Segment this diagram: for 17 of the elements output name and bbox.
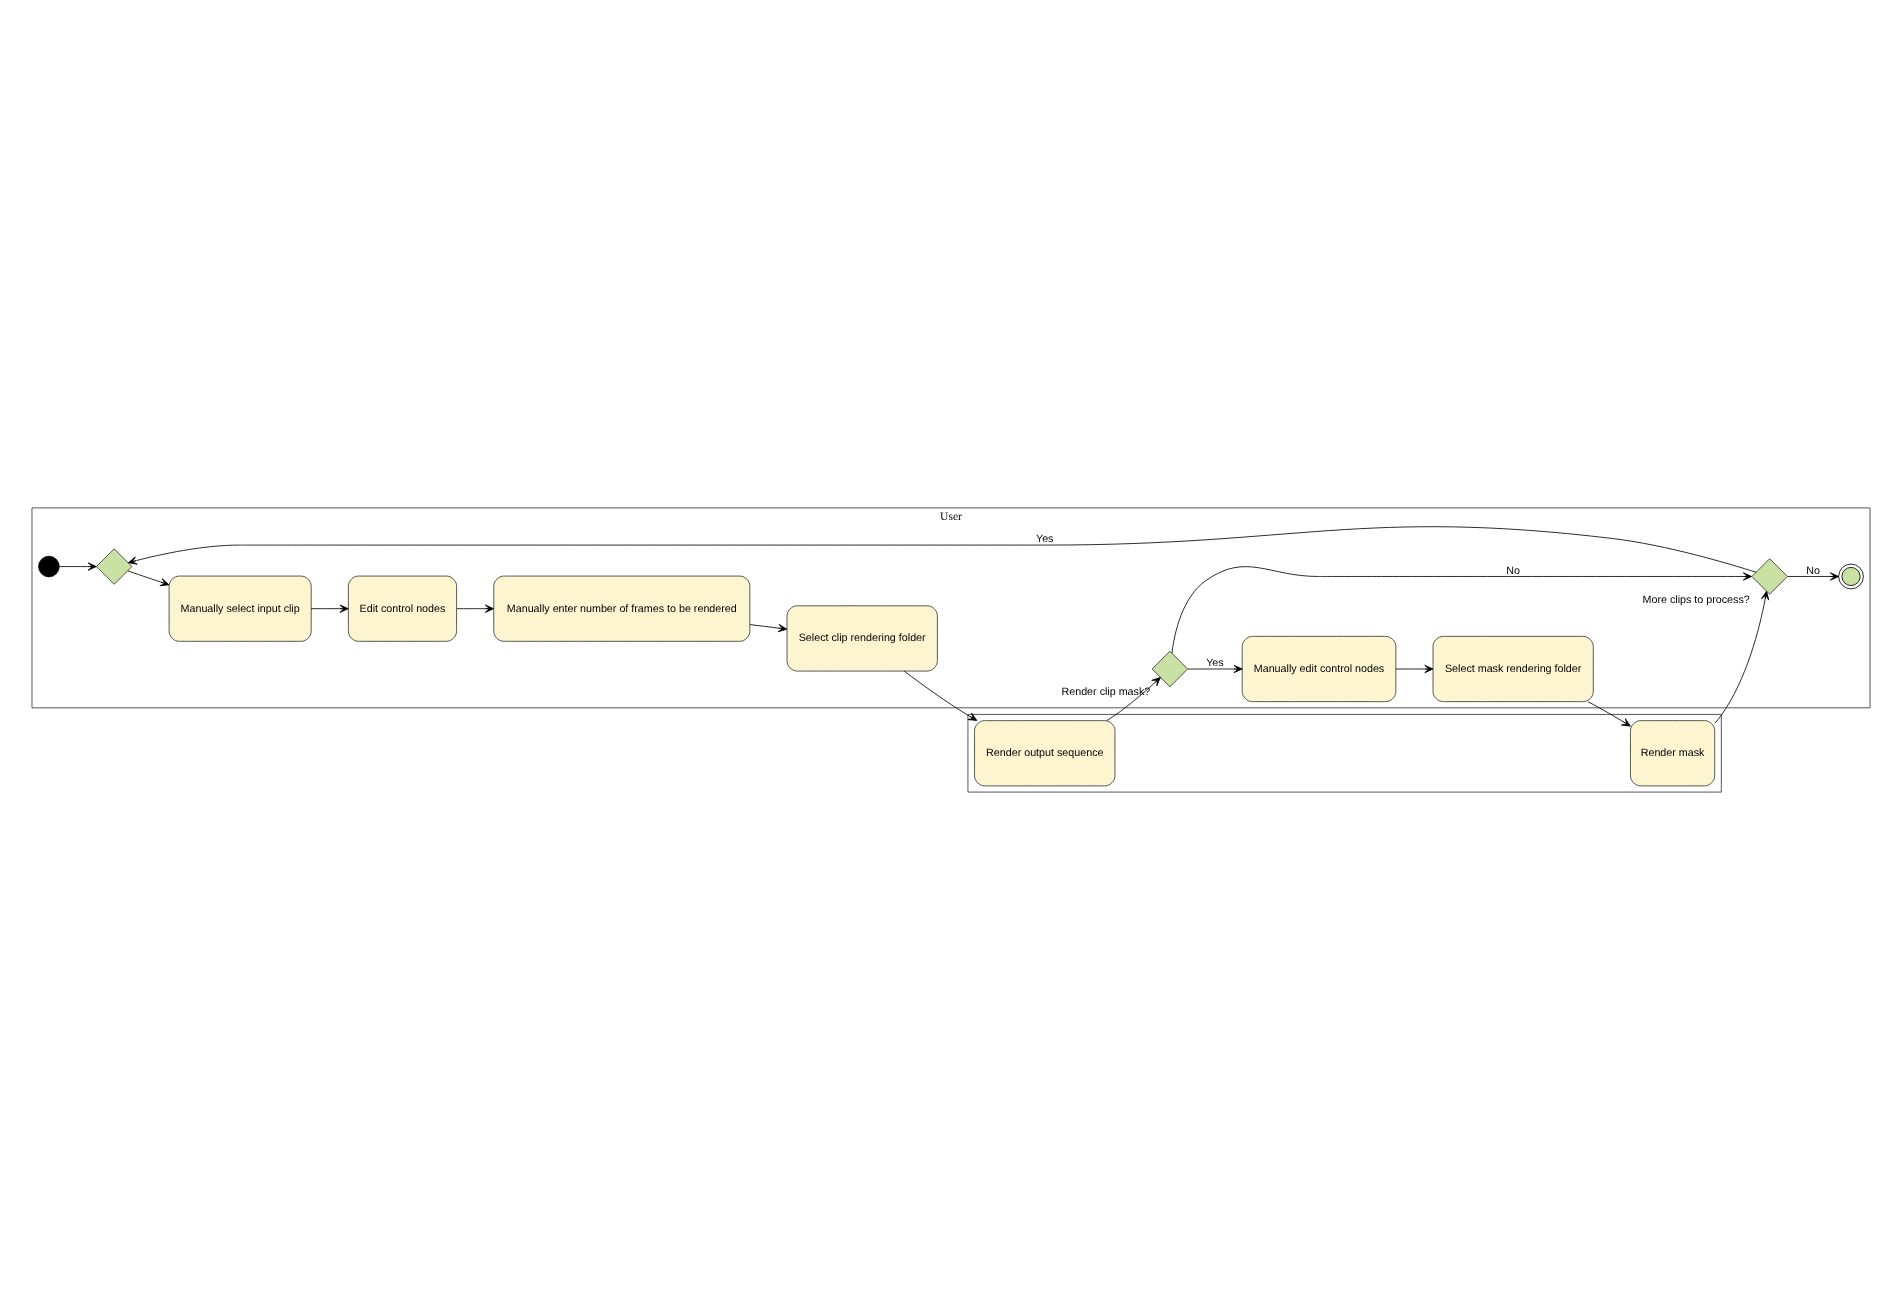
- node-diamond: [96, 548, 133, 585]
- arrow: [1106, 677, 1161, 721]
- arrow: [59, 562, 97, 571]
- arrow: [127, 526, 1757, 573]
- arrow: [1187, 664, 1243, 674]
- arrow: [1171, 566, 1752, 654]
- arrow: [456, 604, 494, 613]
- arrow: [749, 624, 788, 633]
- arrow: [1587, 701, 1631, 727]
- arrow: [1714, 590, 1770, 724]
- arrow: [1395, 664, 1434, 674]
- node-circle: [38, 555, 60, 578]
- node-diamond: [1751, 558, 1788, 595]
- arrow: [1787, 572, 1839, 581]
- arrow: [903, 670, 978, 721]
- arrow: [127, 570, 170, 587]
- arrow: [310, 604, 349, 613]
